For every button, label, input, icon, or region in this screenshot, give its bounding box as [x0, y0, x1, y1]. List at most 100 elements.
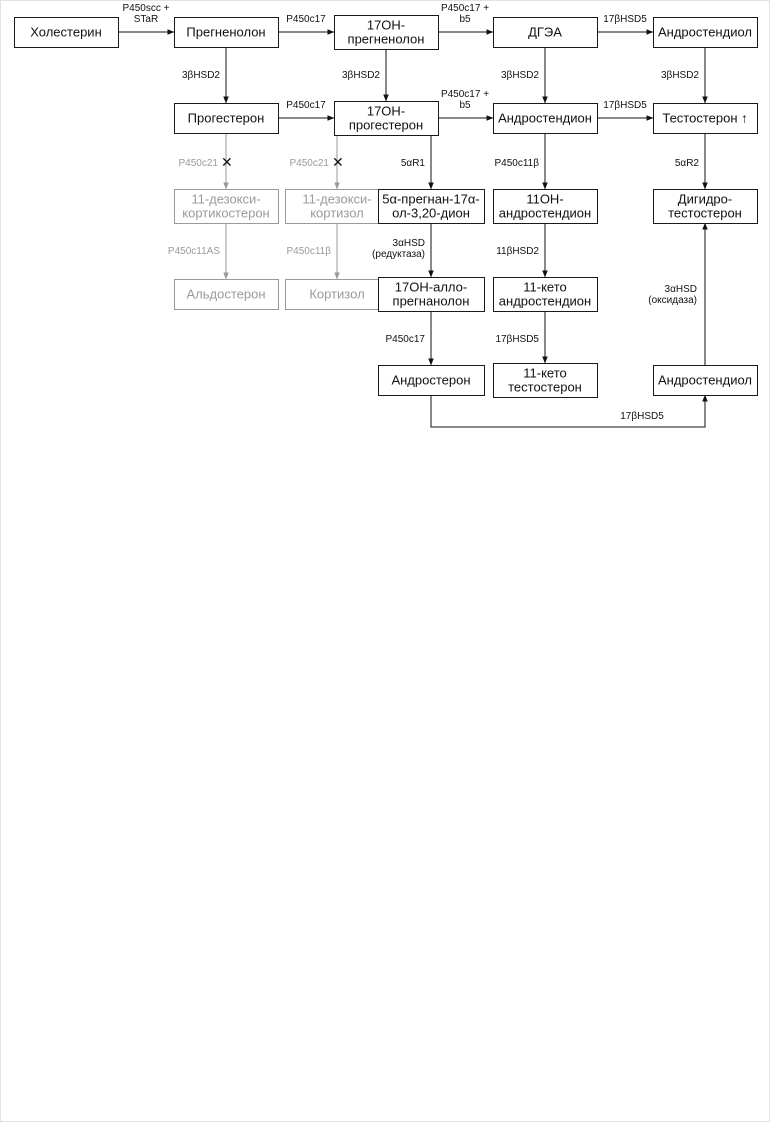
- enzyme-label: P450c11β: [287, 246, 332, 257]
- enzyme-label-line: P450c21: [179, 158, 219, 169]
- node-label: Андростендион: [498, 111, 592, 126]
- enzyme-label: 3αHSD(оксидаза): [648, 284, 697, 306]
- enzyme-label-line: P450c11AS: [168, 246, 220, 257]
- node-box: [14, 17, 119, 48]
- node-box: [174, 17, 279, 48]
- node-deoxycortisol: 11-дезокси-кортизол: [285, 189, 390, 224]
- enzyme-label: P450c11AS: [168, 246, 220, 257]
- edge-cholesterol-to-pregnenolone: P450scc +STaR: [118, 3, 175, 35]
- node-label-line: 17ОН-: [367, 18, 405, 33]
- enzyme-label-line: 3βHSD2: [661, 70, 699, 81]
- enzyme-label-line: P450scc +: [123, 3, 170, 14]
- edge-oh11-androstenedione-to-keto11-androstenedione: 11βHSD2: [496, 223, 548, 278]
- node-pregnandione: 5α-прегнан-17α-ол-3,20-дион: [378, 189, 485, 224]
- node-dht: Дигидро-тестостерон: [653, 189, 758, 224]
- node-box: [493, 277, 598, 312]
- edge-testosterone-to-dht: 5αR2: [675, 133, 708, 190]
- enzyme-label-line: P450c17 +: [441, 89, 489, 100]
- enzyme-label-line: P450c11β: [287, 246, 332, 257]
- node-label-line: Прегненолон: [186, 25, 265, 40]
- node-label-line: андростендион: [499, 206, 591, 221]
- enzyme-label: 17βHSD5: [495, 334, 539, 345]
- node-label-line: прегненолон: [348, 32, 425, 47]
- node-label: 17ОН-алло-прегнанолон: [393, 280, 470, 309]
- node-androstenediol-bottom: Андростендиол: [653, 365, 758, 396]
- node-label: Альдостерон: [186, 287, 265, 302]
- edge-pregnandione-to-oh17-allopregnanolone: 3αHSD(редуктаза): [372, 223, 434, 278]
- enzyme-label: 17βHSD5: [620, 411, 664, 422]
- node-label: 5α-прегнан-17α-ол-3,20-дион: [382, 192, 480, 221]
- enzyme-label-line: 17βHSD5: [603, 100, 647, 111]
- enzyme-label: 3αHSD(редуктаза): [372, 238, 425, 260]
- node-box: [493, 103, 598, 134]
- arrow: [430, 394, 708, 428]
- enzyme-label: 3βHSD2: [182, 70, 220, 81]
- node-label-line: Альдостерон: [186, 287, 265, 302]
- edge-oh17-pregnenolone-to-dhea: P450c17 +b5: [438, 3, 494, 35]
- edge-deoxycortisol-to-cortisol: P450c11β: [287, 223, 340, 280]
- node-label-line: кортикостерон: [182, 206, 269, 221]
- node-dhea: ДГЭА: [493, 17, 598, 48]
- nodes-layer: Холестерин Прегненолон 17ОН-прегненолон ДГЭ…: [14, 15, 758, 398]
- node-label-line: Дигидро-: [678, 192, 732, 207]
- node-deoxycorticosterone: 11-дезокси-кортикостерон: [174, 189, 279, 224]
- node-label: Прогестерон: [188, 111, 265, 126]
- node-label-line: Кортизол: [309, 287, 364, 302]
- edge-keto11-androstenedione-to-keto11-testosterone: 17βHSD5: [495, 311, 548, 364]
- node-pregnenolone: Прегненолон: [174, 17, 279, 48]
- edge-androstenediol-bottom-to-dht: 3αHSD(оксидаза): [648, 222, 708, 365]
- enzyme-label-line: 17βHSD5: [620, 411, 664, 422]
- edge-oh17-progesterone-to-deoxycortisol: P450c21✕: [290, 135, 344, 190]
- enzyme-label: P450c11β: [495, 158, 540, 169]
- blocked-x-icon: ✕: [332, 155, 344, 171]
- node-label-line: тестостерон: [668, 206, 742, 221]
- node-label-line: Андростерон: [391, 373, 470, 388]
- edge-oh17-pregnenolone-to-oh17-progesterone: 3βHSD2: [342, 49, 389, 102]
- node-androstenediol-top: Андростендиол: [653, 17, 758, 48]
- enzyme-label: 11βHSD2: [496, 246, 539, 257]
- node-progesterone: Прогестерон: [174, 103, 279, 134]
- enzyme-label: 17βHSD5: [603, 14, 647, 25]
- edge-oh17-allopregnanolone-to-androsterone: P450c17: [386, 311, 434, 366]
- node-box: [378, 189, 485, 224]
- node-oh17-progesterone: 17ОН-прогестерон: [334, 101, 439, 136]
- node-label: Холестерин: [30, 25, 102, 40]
- node-label: Андростендиол: [658, 373, 752, 388]
- node-label-line: 17ОН-: [367, 104, 405, 119]
- node-box: [334, 101, 439, 136]
- node-label-line: прогестерон: [349, 118, 423, 133]
- node-cortisol: Кортизол: [285, 279, 390, 310]
- enzyme-label-line: b5: [459, 100, 471, 111]
- edge-dhea-to-androstenedione: 3βHSD2: [501, 47, 548, 104]
- enzyme-label: P450c17 +b5: [441, 3, 489, 25]
- edge-pregnenolone-to-oh17-pregnenolone: P450c17: [278, 14, 335, 35]
- node-label-line: ДГЭА: [528, 25, 562, 40]
- node-box: [378, 277, 485, 312]
- node-box: [493, 363, 598, 398]
- node-label-line: Андростендион: [498, 111, 592, 126]
- node-box: [653, 189, 758, 224]
- node-label: 17ОН-прогестерон: [349, 104, 423, 133]
- node-oh17-pregnenolone: 17ОН-прегненолон: [334, 15, 439, 50]
- node-label: ДГЭА: [528, 25, 562, 40]
- enzyme-label: 5αR1: [401, 158, 426, 169]
- blocked-x-icon: ✕: [221, 155, 233, 171]
- node-testosterone: Тестостерон ↑: [653, 103, 758, 134]
- enzyme-label: 3βHSD2: [501, 70, 539, 81]
- enzyme-label: 5αR2: [675, 158, 700, 169]
- node-box: [174, 189, 279, 224]
- enzyme-label-line: 3βHSD2: [182, 70, 220, 81]
- node-androsterone: Андростерон: [378, 365, 485, 396]
- enzyme-label-line: (редуктаза): [372, 249, 425, 260]
- node-label-line: 11ОН-: [526, 192, 563, 207]
- node-label-line: Тестостерон ↑: [662, 111, 747, 126]
- node-label-line: 11-кето: [523, 280, 567, 295]
- enzyme-label-line: P450c17 +: [441, 3, 489, 14]
- node-label: 11-дезокси-кортизол: [302, 192, 371, 221]
- node-label: Андростендиол: [658, 25, 752, 40]
- node-label-line: андростендион: [499, 294, 591, 309]
- enzyme-label: 17βHSD5: [603, 100, 647, 111]
